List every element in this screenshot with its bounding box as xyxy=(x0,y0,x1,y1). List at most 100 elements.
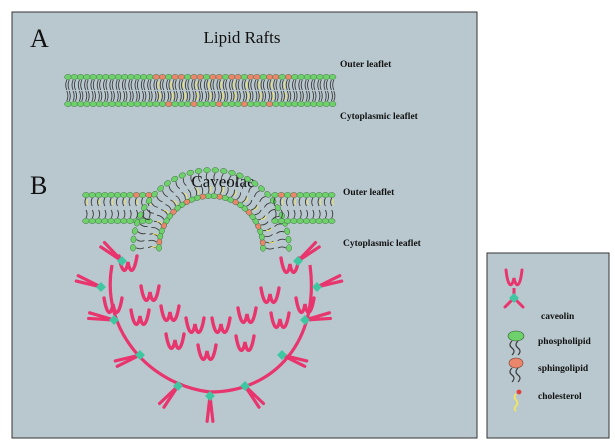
phospholipid-head xyxy=(286,245,291,252)
panel-b-outer-leaflet-label: Outer leaflet xyxy=(343,188,395,198)
phospholipid-head xyxy=(285,101,292,106)
phospholipid-head xyxy=(184,101,191,106)
phospholipid-head xyxy=(102,192,109,197)
sphingolipid-head xyxy=(247,74,254,79)
panel-a-title: Lipid Rafts xyxy=(204,28,281,47)
phospholipid-head xyxy=(102,218,109,223)
phospholipid-icon-head xyxy=(508,331,524,341)
phospholipid-head xyxy=(284,218,291,223)
phospholipid-head xyxy=(96,74,103,79)
phospholipid-head xyxy=(156,244,161,251)
phospholipid-head xyxy=(134,74,141,79)
sphingolipid-head xyxy=(285,74,292,79)
sphingolipid-head xyxy=(191,74,198,79)
sphingolipid-head xyxy=(278,192,285,197)
phospholipid-head xyxy=(322,218,329,223)
phospholipid-head xyxy=(297,218,304,223)
phospholipid-head xyxy=(71,101,78,106)
phospholipid-head xyxy=(210,101,217,106)
phospholipid-head xyxy=(102,101,109,106)
phospholipid-head xyxy=(203,101,210,106)
sphingolipid-head xyxy=(159,74,166,79)
phospholipid-head xyxy=(120,192,127,197)
phospholipid-head xyxy=(109,74,116,79)
phospholipid-head xyxy=(228,101,235,106)
sphingolipid-head xyxy=(197,74,204,79)
phospholipid-head xyxy=(95,192,102,197)
phospholipid-head xyxy=(278,218,285,223)
phospholipid-head xyxy=(128,74,135,79)
sphingolipid-icon-head xyxy=(509,358,523,368)
sphingolipid-head xyxy=(172,74,179,79)
phospholipid-head xyxy=(114,192,121,197)
phospholipid-head xyxy=(291,101,298,106)
phospholipid-head xyxy=(140,101,147,106)
phospholipid-head xyxy=(279,101,286,106)
phospholipid-head xyxy=(304,74,311,79)
legend-label-caveolin: caveolin xyxy=(541,312,575,322)
phospholipid-head xyxy=(272,192,279,197)
phospholipid-head xyxy=(303,218,310,223)
phospholipid-head xyxy=(127,192,134,197)
phospholipid-head xyxy=(83,192,90,197)
phospholipid-head xyxy=(329,74,336,79)
phospholipid-head xyxy=(90,101,97,106)
phospholipid-head xyxy=(65,74,72,79)
phospholipid-head xyxy=(286,236,292,243)
phospholipid-head xyxy=(108,192,115,197)
sphingolipid-head xyxy=(235,74,242,79)
phospholipid-head xyxy=(203,74,210,79)
phospholipid-head xyxy=(329,101,336,106)
panel-a-cytoplasmic-leaflet-label: Cytoplasmic leaflet xyxy=(340,112,419,122)
phospholipid-head xyxy=(273,101,280,106)
sphingolipid-head xyxy=(273,74,280,79)
phospholipid-head xyxy=(197,101,204,106)
phospholipid-head xyxy=(235,101,242,106)
sphingolipid-head xyxy=(241,101,248,106)
phospholipid-head xyxy=(291,74,298,79)
phospholipid-head xyxy=(241,74,248,79)
phospholipid-head xyxy=(90,74,97,79)
phospholipid-head xyxy=(159,101,166,106)
sphingolipid-head xyxy=(254,74,261,79)
phospholipid-head xyxy=(322,192,329,197)
phospholipid-head xyxy=(128,101,135,106)
phospholipid-head xyxy=(115,74,122,79)
phospholipid-head xyxy=(254,101,261,106)
sphingolipid-head xyxy=(153,74,160,79)
phospholipid-head xyxy=(247,101,254,106)
phospholipid-head xyxy=(291,218,298,223)
sphingolipid-head xyxy=(178,74,185,79)
panel-b-cytoplasmic-leaflet-label: Cytoplasmic leaflet xyxy=(343,239,422,249)
phospholipid-head xyxy=(83,218,90,223)
phospholipid-head xyxy=(96,101,103,106)
phospholipid-head xyxy=(317,74,324,79)
phospholipid-head xyxy=(304,101,311,106)
legend-label-cholesterol: cholesterol xyxy=(538,392,582,402)
phospholipid-head xyxy=(130,244,135,251)
phospholipid-head xyxy=(309,218,316,223)
phospholipid-head xyxy=(89,192,96,197)
phospholipid-head xyxy=(272,218,279,223)
phospholipid-head xyxy=(102,74,109,79)
phospholipid-head xyxy=(309,192,316,197)
phospholipid-head xyxy=(317,101,324,106)
phospholipid-head xyxy=(284,192,291,197)
panel-b-letter: B xyxy=(30,171,47,200)
phospholipid-head xyxy=(108,218,115,223)
phospholipid-head xyxy=(310,74,317,79)
phospholipid-head xyxy=(222,74,229,79)
phospholipid-head xyxy=(203,167,210,173)
panel-a-letter: A xyxy=(30,24,49,53)
phospholipid-head xyxy=(328,192,335,197)
phospholipid-head xyxy=(84,74,91,79)
phospholipid-head xyxy=(89,218,96,223)
phospholipid-head xyxy=(109,101,116,106)
sphingolipid-head xyxy=(216,74,223,79)
phospholipid-head xyxy=(184,74,191,79)
phospholipid-head xyxy=(114,218,121,223)
phospholipid-head xyxy=(260,101,267,106)
phospholipid-head xyxy=(77,101,84,106)
phospholipid-head xyxy=(115,101,122,106)
